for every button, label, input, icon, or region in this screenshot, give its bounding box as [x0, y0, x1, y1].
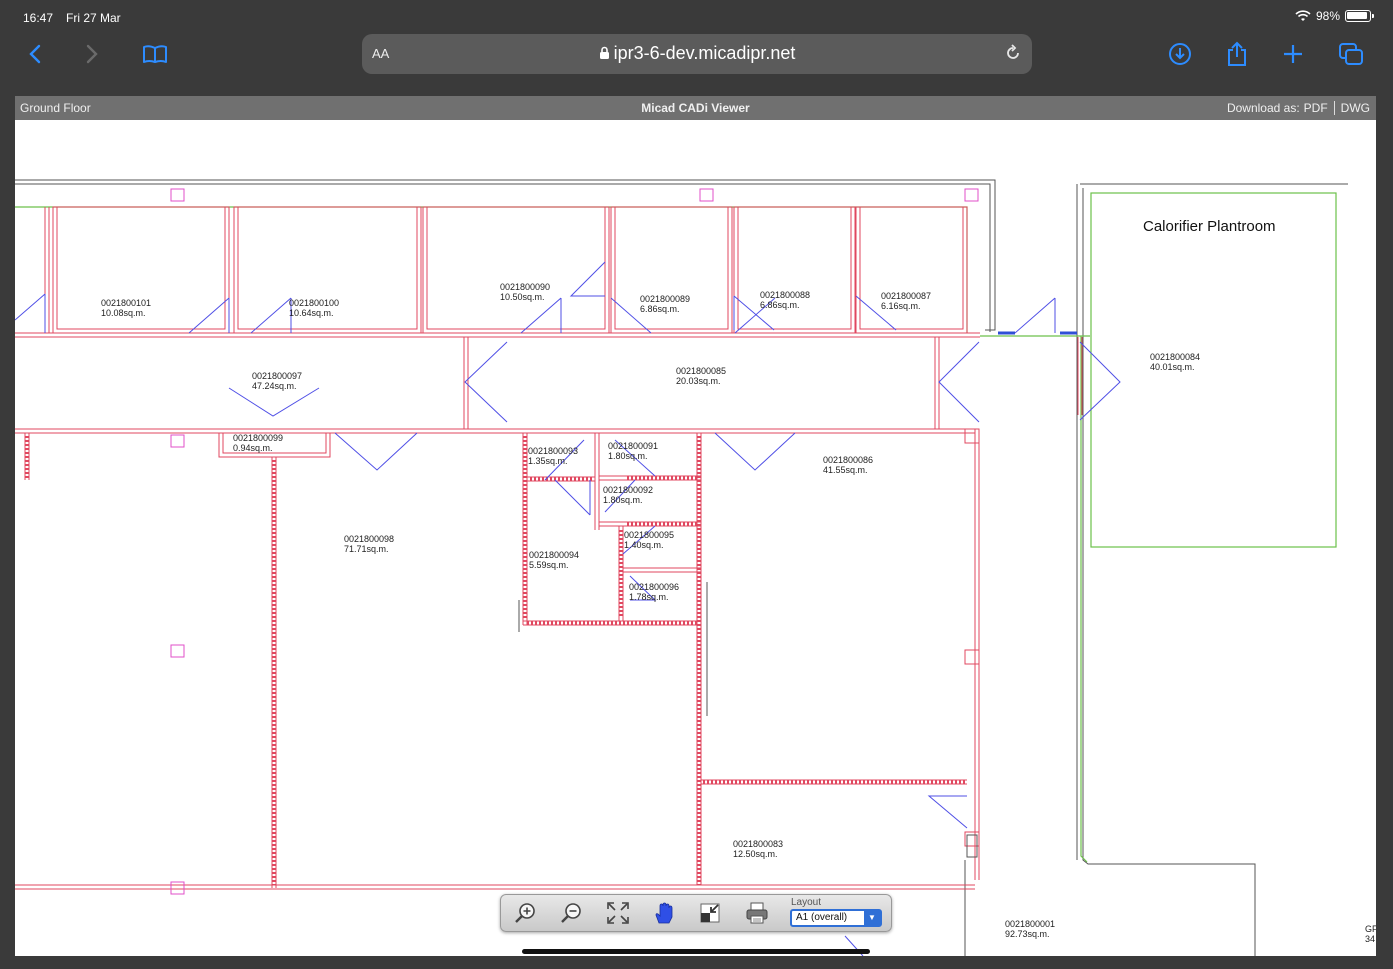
viewer-toolbar: Layout A1 (overall) ▼ — [500, 894, 892, 932]
zoom-in-icon[interactable] — [511, 899, 539, 927]
edge-label-2: 34 — [1365, 934, 1375, 944]
divider — [1333, 101, 1335, 115]
room-id-label[interactable]: 0021800096 — [629, 582, 679, 592]
edge-label-1: GF — [1365, 924, 1376, 934]
chevron-down-icon: ▼ — [864, 911, 880, 925]
building-outline — [15, 179, 1348, 956]
zoom-out-icon[interactable] — [557, 899, 585, 927]
viewer-header: Ground Floor Micad CADi Viewer Download … — [15, 96, 1376, 120]
battery-percent: 98% — [1315, 9, 1340, 23]
battery-icon — [1345, 10, 1374, 22]
room-area-label: 41.55sq.m. — [823, 465, 868, 475]
address-bar[interactable]: AA ipr3-6-dev.micadipr.net — [362, 34, 1032, 74]
room-id-label[interactable]: 0021800086 — [823, 455, 873, 465]
room-id-label[interactable]: 0021800097 — [252, 371, 302, 381]
layout-dropdown[interactable]: A1 (overall) ▼ — [790, 909, 882, 927]
room-id-label[interactable]: 0021800089 — [640, 294, 690, 304]
share-icon[interactable] — [1221, 38, 1253, 70]
room-area-label: 5.59sq.m. — [529, 560, 569, 570]
walls — [15, 206, 1083, 890]
room-id-label[interactable]: 0021800001 — [1005, 919, 1055, 929]
room-id-label[interactable]: 0021800101 — [101, 298, 151, 308]
wifi-icon — [1295, 10, 1311, 21]
room-area-label: 20.03sq.m. — [676, 376, 721, 386]
column-markers — [170, 188, 979, 895]
layout-label: Layout — [791, 897, 822, 908]
room-area-label: 10.08sq.m. — [101, 308, 146, 318]
download-label: Download as: — [1226, 101, 1300, 115]
room-area-label: 6.86sq.m. — [640, 304, 680, 314]
room-area-label: 47.24sq.m. — [252, 381, 297, 391]
room-area-label: 10.64sq.m. — [289, 308, 334, 318]
download-dwg-link[interactable]: DWG — [1340, 101, 1370, 115]
url-display[interactable]: ipr3-6-dev.micadipr.net — [362, 43, 1032, 64]
room-id-label[interactable]: 0021800093 — [528, 446, 578, 456]
status-bar: 16:47 Fri 27 Mar 98% — [0, 0, 1393, 30]
plantroom-label: Calorifier Plantroom — [1143, 218, 1276, 235]
zoom-window-icon[interactable] — [696, 899, 724, 927]
room-id-label[interactable]: 0021800091 — [608, 441, 658, 451]
room-area-label: 1.80sq.m. — [603, 495, 643, 505]
web-content: Ground Floor Micad CADi Viewer Download … — [15, 96, 1376, 956]
room-area-label: 10.50sq.m. — [500, 292, 545, 302]
home-indicator[interactable] — [522, 949, 870, 954]
room-id-label[interactable]: 0021800088 — [760, 290, 810, 300]
room-id-label[interactable]: 0021800092 — [603, 485, 653, 495]
viewer-title: Micad CADi Viewer — [641, 101, 750, 115]
room-area-label: 40.01sq.m. — [1150, 362, 1195, 372]
pan-hand-icon[interactable] — [650, 899, 678, 927]
room-id-label[interactable]: 0021800100 — [289, 298, 339, 308]
hatched-walls — [25, 436, 965, 885]
tabs-icon[interactable] — [1335, 38, 1367, 70]
download-pdf-link[interactable]: PDF — [1303, 101, 1328, 115]
room-area-label: 1.80sq.m. — [608, 451, 648, 461]
reload-icon[interactable] — [1004, 44, 1022, 67]
room-id-label[interactable]: 0021800083 — [733, 839, 783, 849]
room-id-label[interactable]: 0021800099 — [233, 433, 283, 443]
room-area-label: 1.35sq.m. — [528, 456, 568, 466]
floor-name: Ground Floor — [20, 101, 91, 115]
status-date: Fri 27 Mar — [66, 11, 121, 25]
layout-selected-value: A1 (overall) — [796, 912, 848, 923]
print-icon[interactable] — [743, 899, 771, 927]
room-area-label: 92.73sq.m. — [1005, 929, 1050, 939]
room-id-label[interactable]: 0021800094 — [529, 550, 579, 560]
status-right: 98% — [1295, 9, 1374, 23]
forward-icon[interactable] — [76, 38, 108, 70]
room-id-label[interactable]: 0021800095 — [624, 530, 674, 540]
room-area-label: 1.40sq.m. — [624, 540, 664, 550]
downloads-icon[interactable] — [1164, 38, 1196, 70]
floor-plan-canvas[interactable]: Calorifier Plantroom 002180010110.08sq.m… — [15, 120, 1376, 956]
room-id-label[interactable]: 0021800084 — [1150, 352, 1200, 362]
room-area-label: 1.78sq.m. — [629, 592, 669, 602]
browser-toolbar: AA ipr3-6-dev.micadipr.net — [0, 30, 1393, 86]
drawing-details — [518, 331, 1077, 858]
back-icon[interactable] — [19, 38, 51, 70]
bookmarks-icon[interactable] — [139, 38, 171, 70]
room-area-label: 0.94sq.m. — [233, 443, 273, 453]
room-area-label: 6.86sq.m. — [760, 300, 800, 310]
room-area-label: 12.50sq.m. — [733, 849, 778, 859]
room-id-label[interactable]: 0021800090 — [500, 282, 550, 292]
url-text: ipr3-6-dev.micadipr.net — [613, 43, 796, 63]
room-area-label: 71.71sq.m. — [344, 544, 389, 554]
download-options: Download as: PDF DWG — [1227, 101, 1370, 115]
room-id-label[interactable]: 0021800098 — [344, 534, 394, 544]
fit-extents-icon[interactable] — [604, 899, 632, 927]
room-id-label[interactable]: 0021800085 — [676, 366, 726, 376]
door-swings — [15, 261, 1121, 956]
new-tab-icon[interactable] — [1277, 38, 1309, 70]
status-time: 16:47 — [23, 11, 54, 25]
room-area-label: 6.16sq.m. — [881, 301, 921, 311]
room-id-label[interactable]: 0021800087 — [881, 291, 931, 301]
lock-icon — [599, 46, 609, 59]
text-size-button[interactable]: AA — [372, 46, 390, 61]
